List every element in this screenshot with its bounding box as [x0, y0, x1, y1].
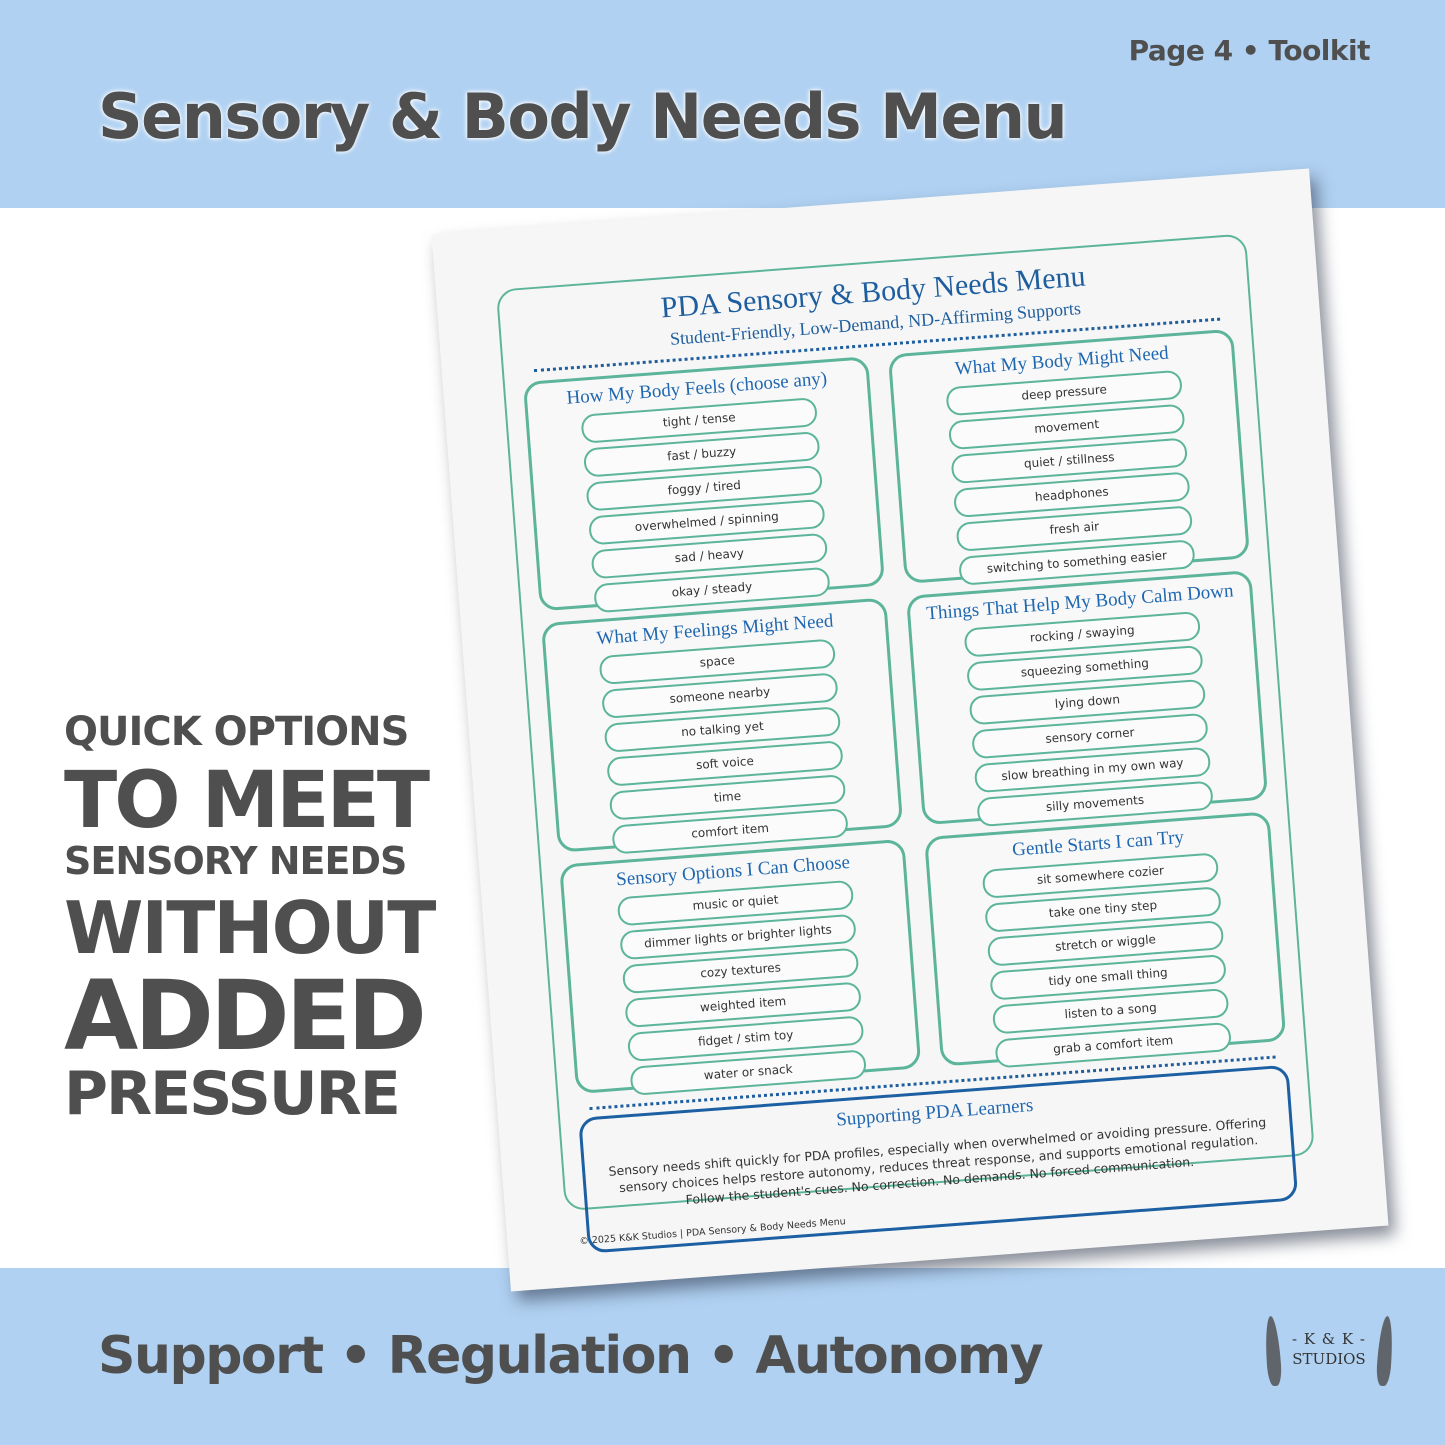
promo-line: ADDED — [64, 960, 427, 1072]
brand-logo: - K & K - STUDIOS — [1258, 1312, 1400, 1392]
section-card-feelings-needs: What My Feelings Might Need space someon… — [540, 597, 904, 855]
promo-line: SENSORY NEEDS — [64, 839, 407, 883]
promo-line: PRESSURE — [64, 1059, 401, 1129]
page-tag: Page 4 • Toolkit — [1128, 34, 1371, 67]
worksheet-preview: PDA Sensory & Body Needs Menu Student-Fr… — [431, 168, 1389, 1292]
section-card-gentle-starts: Gentle Starts I can Try sit somewhere co… — [924, 811, 1287, 1069]
section-card-body-feels: How My Body Feels (choose any) tight / t… — [522, 356, 886, 614]
top-banner — [0, 0, 1445, 208]
section-card-body-needs: What My Body Might Need deep pressure mo… — [887, 328, 1251, 586]
promo-line: WITHOUT — [64, 886, 436, 970]
promo-text: QUICK OPTIONS TO MEET SENSORY NEEDS WITH… — [64, 709, 436, 1129]
section-card-sensory-options: Sensory Options I Can Choose music or qu… — [559, 838, 922, 1096]
paper-sheet: PDA Sensory & Body Needs Menu Student-Fr… — [431, 168, 1389, 1292]
sections-grid: How My Body Feels (choose any) tight / t… — [522, 328, 1287, 1096]
footer-tagline: Support • Regulation • Autonomy — [98, 1326, 1044, 1386]
bottom-banner — [0, 1268, 1445, 1445]
worksheet-frame: PDA Sensory & Body Needs Menu Student-Fr… — [495, 233, 1315, 1254]
page-title: Sensory & Body Needs Menu — [98, 80, 1068, 153]
logo-line: - K & K - — [1292, 1330, 1366, 1348]
support-box: Supporting PDA Learners Sensory needs sh… — [578, 1064, 1299, 1254]
logo-line: STUDIOS — [1292, 1350, 1366, 1368]
promo-line: QUICK OPTIONS — [64, 709, 409, 755]
section-card-calm-down: Things That Help My Body Calm Down rocki… — [905, 569, 1269, 828]
promo-line: TO MEET — [64, 756, 430, 846]
